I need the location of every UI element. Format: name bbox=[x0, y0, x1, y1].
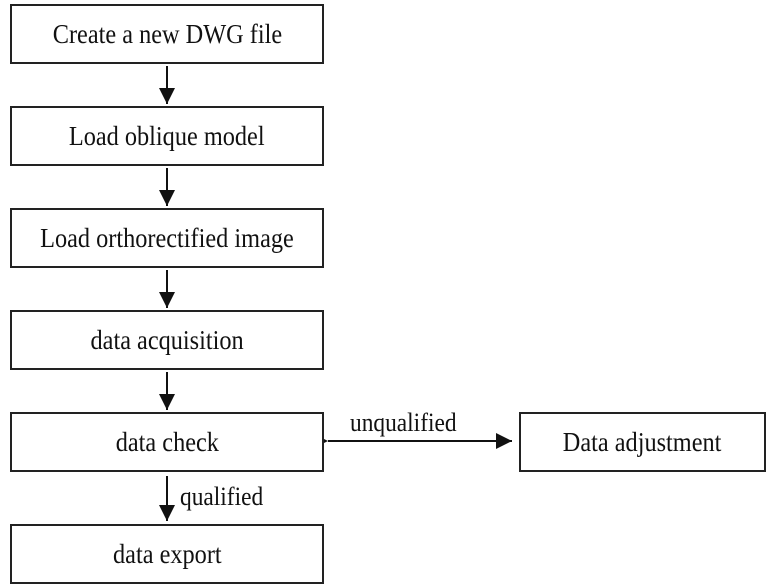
step-label: data export bbox=[112, 538, 222, 569]
step-label: Data adjustment bbox=[563, 426, 722, 457]
edge-label-qualified: qualified bbox=[180, 482, 264, 511]
step-data-export: data export bbox=[10, 524, 324, 584]
step-load-ortho: Load orthorectified image bbox=[10, 208, 324, 268]
step-label: Load orthorectified image bbox=[40, 222, 294, 253]
step-data-check: data check bbox=[10, 412, 324, 472]
step-label: data check bbox=[115, 426, 219, 457]
step-load-oblique: Load oblique model bbox=[10, 106, 324, 166]
step-label: Create a new DWG file bbox=[52, 18, 282, 49]
step-label: Load oblique model bbox=[69, 120, 265, 151]
step-label: data acquisition bbox=[90, 324, 244, 355]
step-data-acquisition: data acquisition bbox=[10, 310, 324, 370]
edge-label-unqualified: unqualified bbox=[350, 408, 457, 437]
step-create-dwg: Create a new DWG file bbox=[10, 4, 324, 64]
step-data-adjustment: Data adjustment bbox=[519, 412, 766, 472]
